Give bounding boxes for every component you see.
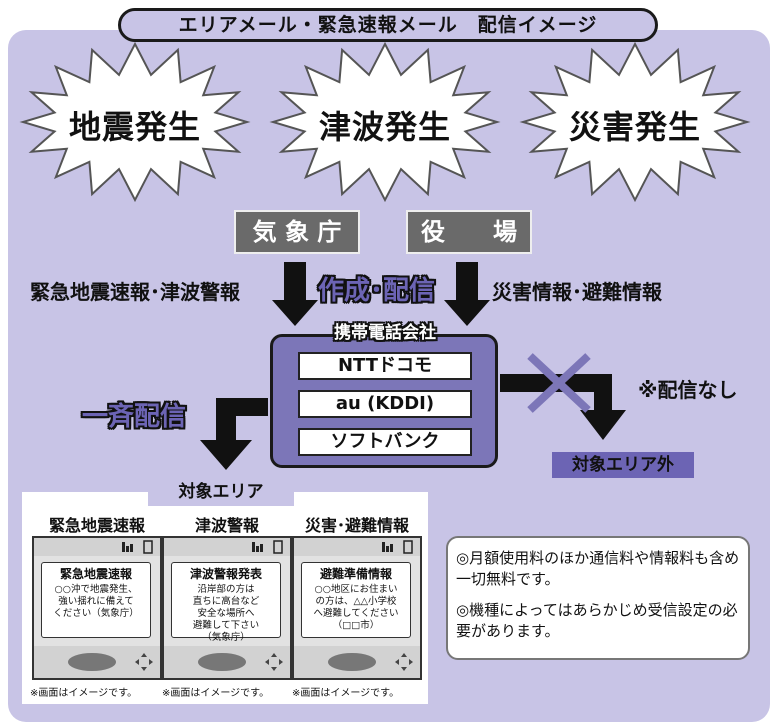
event-disaster: 災害発生 <box>568 108 701 146</box>
carrier-softbank: ソフトバンク <box>298 428 472 456</box>
message-card: 避難準備情報 ○○地区にお住まい の方は、△△小学校 へ避難してください （□□… <box>301 562 411 638</box>
phone-screen: 津波警報発表 沿岸部の方は 直ちに高台など 安全な場所へ 避難して下さい （気象… <box>164 556 290 646</box>
carrier-au: au (KDDI) <box>298 390 472 418</box>
arrow-outside <box>500 374 626 440</box>
message-card: 津波警報発表 沿岸部の方は 直ちに高台など 安全な場所へ 避難して下さい （気象… <box>171 562 281 643</box>
center-button-icon <box>68 653 116 671</box>
phone-tsunami: 津波警報発表 沿岸部の方は 直ちに高台など 安全な場所へ 避難して下さい （気象… <box>162 536 292 680</box>
dpad-icon <box>265 653 283 671</box>
center-button-icon <box>328 653 376 671</box>
burst-star-0 <box>19 41 251 203</box>
phone-caption: ※画面はイメージです。 <box>30 688 138 699</box>
arrow-jma-down <box>272 262 318 326</box>
carrier-docomo: NTTドコモ <box>298 352 472 380</box>
message-heading: 津波警報発表 <box>189 567 262 581</box>
message-body: 沿岸部の方は 直ちに高台など 安全な場所へ 避難して下さい （気象庁） <box>192 584 260 643</box>
cross-mark-icon <box>527 353 591 413</box>
label-emergency-alerts: 緊急地震速報･津波警報 <box>30 280 240 304</box>
message-heading: 避難準備情報 <box>319 567 392 581</box>
phone-evacuation: 避難準備情報 ○○地区にお住まい の方は、△△小学校 へ避難してください （□□… <box>292 536 422 680</box>
phone-screen: 緊急地震速報 ○○沖で地震発生、 強い揺れに備えて ください（気象庁） <box>34 556 160 646</box>
signal-battery-icon <box>122 540 153 554</box>
phone-earthquake: 緊急地震速報 ○○沖で地震発生、 強い揺れに備えて ください（気象庁） <box>32 536 162 680</box>
phone-title-earthquake: 緊急地震速報 <box>48 516 145 535</box>
burst-shapes <box>19 41 751 203</box>
phone-title-evacuation: 災害･避難情報 <box>304 516 409 535</box>
message-body: ○○沖で地震発生、 強い揺れに備えて ください（気象庁） <box>53 584 139 619</box>
label-disaster-info: 災害情報･避難情報 <box>492 280 662 304</box>
arrow-broadcast <box>200 398 268 470</box>
burst-star-1 <box>269 41 501 203</box>
event-earthquake: 地震発生 <box>68 108 201 146</box>
phone-caption: ※画面はイメージです。 <box>292 688 400 699</box>
message-card: 緊急地震速報 ○○沖で地震発生、 強い揺れに備えて ください（気象庁） <box>41 562 151 638</box>
label-broadcast: 一斉配信 <box>82 402 187 432</box>
message-body: ○○地区にお住まい の方は、△△小学校 へ避難してください （□□市） <box>313 584 399 631</box>
note-free-of-charge: ◎月額使用料のほか通信料や情報料も含め一切無料です。 <box>456 549 740 588</box>
signal-battery-icon <box>382 540 413 554</box>
signal-battery-icon <box>252 540 283 554</box>
phone-caption: ※画面はイメージです。 <box>162 688 270 699</box>
label-target-area: 対象エリア <box>148 479 294 506</box>
arrow-office-down <box>444 262 490 326</box>
phone-keypad <box>294 646 420 678</box>
phone-keypad <box>34 646 160 678</box>
dpad-icon <box>135 653 153 671</box>
message-heading: 緊急地震速報 <box>59 567 132 581</box>
phone-screen: 避難準備情報 ○○地区にお住まい の方は、△△小学校 へ避難してください （□□… <box>294 556 420 646</box>
label-create-deliver: 作成･配信 <box>318 276 436 306</box>
center-button-icon <box>198 653 246 671</box>
source-jma: 気 象 庁 <box>234 210 360 254</box>
carrier-group-title: 携帯電話会社 <box>334 323 436 343</box>
label-outside-area: 対象エリア外 <box>552 452 694 478</box>
event-tsunami: 津波発生 <box>318 108 451 146</box>
burst-star-2 <box>519 41 751 203</box>
label-no-delivery: ※配信なし <box>638 378 738 402</box>
source-town-office: 役 場 <box>406 210 532 254</box>
note-receive-settings: ◎機種によってはあらかじめ受信設定の必要があります。 <box>456 601 738 640</box>
dpad-icon <box>395 653 413 671</box>
phone-title-tsunami: 津波警報 <box>194 516 259 535</box>
phone-keypad <box>164 646 290 678</box>
diagram-title: エリアメール・緊急速報メール 配信イメージ <box>118 8 658 42</box>
notes-box: ◎月額使用料のほか通信料や情報料も含め一切無料です。 ◎機種によってはあらかじめ… <box>446 536 750 660</box>
